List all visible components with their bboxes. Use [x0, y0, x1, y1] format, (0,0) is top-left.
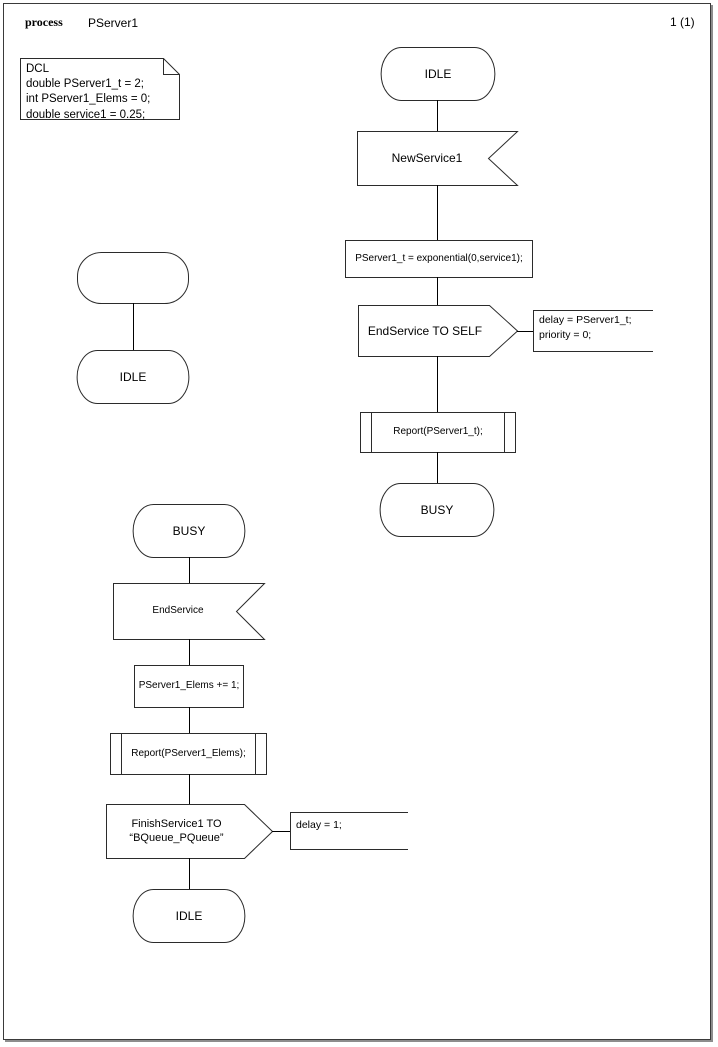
- state-busy-2-shape[interactable]: [132, 504, 246, 558]
- procedure-report-elems-shape[interactable]: [110, 733, 267, 775]
- comment-delay-priority-text: delay = PServer1_t; priority = 0;: [539, 314, 632, 342]
- start-symbol-shape[interactable]: [77, 252, 189, 304]
- state-idle-3-shape[interactable]: [132, 889, 246, 943]
- comment-delay-1-shape: [290, 812, 408, 850]
- state-busy-1-shape[interactable]: [379, 483, 495, 537]
- page-number: 1 (1): [670, 15, 695, 29]
- connector-line: [189, 707, 190, 733]
- procedure-report-t-shape[interactable]: [360, 412, 516, 453]
- connector-line: [437, 452, 438, 483]
- dcl-box-shape: [20, 58, 180, 120]
- connector-line: [133, 303, 134, 350]
- connector-line: [189, 858, 190, 889]
- dcl-text: DCL double PServer1_t = 2; int PServer1_…: [26, 63, 151, 121]
- connector-line: [189, 557, 190, 583]
- connector-line: [437, 185, 438, 240]
- connector-line: [437, 100, 438, 132]
- task-elems-increment-shape[interactable]: [134, 665, 244, 708]
- comment-delay-1-text: delay = 1;: [296, 819, 342, 831]
- process-name: PServer1: [88, 16, 139, 30]
- output-endservice-self-shape[interactable]: [358, 305, 519, 357]
- connector-line: [189, 774, 190, 804]
- process-keyword: process: [25, 15, 63, 29]
- task-exponential-shape[interactable]: [345, 240, 533, 278]
- input-endservice-shape[interactable]: [113, 583, 266, 640]
- output-finishservice1-shape[interactable]: [106, 804, 274, 859]
- state-idle-1-shape[interactable]: [380, 47, 496, 101]
- comment-connector-line: [272, 831, 290, 832]
- connector-line: [189, 639, 190, 665]
- connector-line: [437, 356, 438, 412]
- input-newservice1-shape[interactable]: [357, 131, 519, 186]
- state-idle-2-shape[interactable]: [76, 350, 190, 404]
- comment-connector-line: [517, 331, 534, 332]
- connector-line: [437, 277, 438, 306]
- comment-delay-priority-shape: [533, 310, 653, 352]
